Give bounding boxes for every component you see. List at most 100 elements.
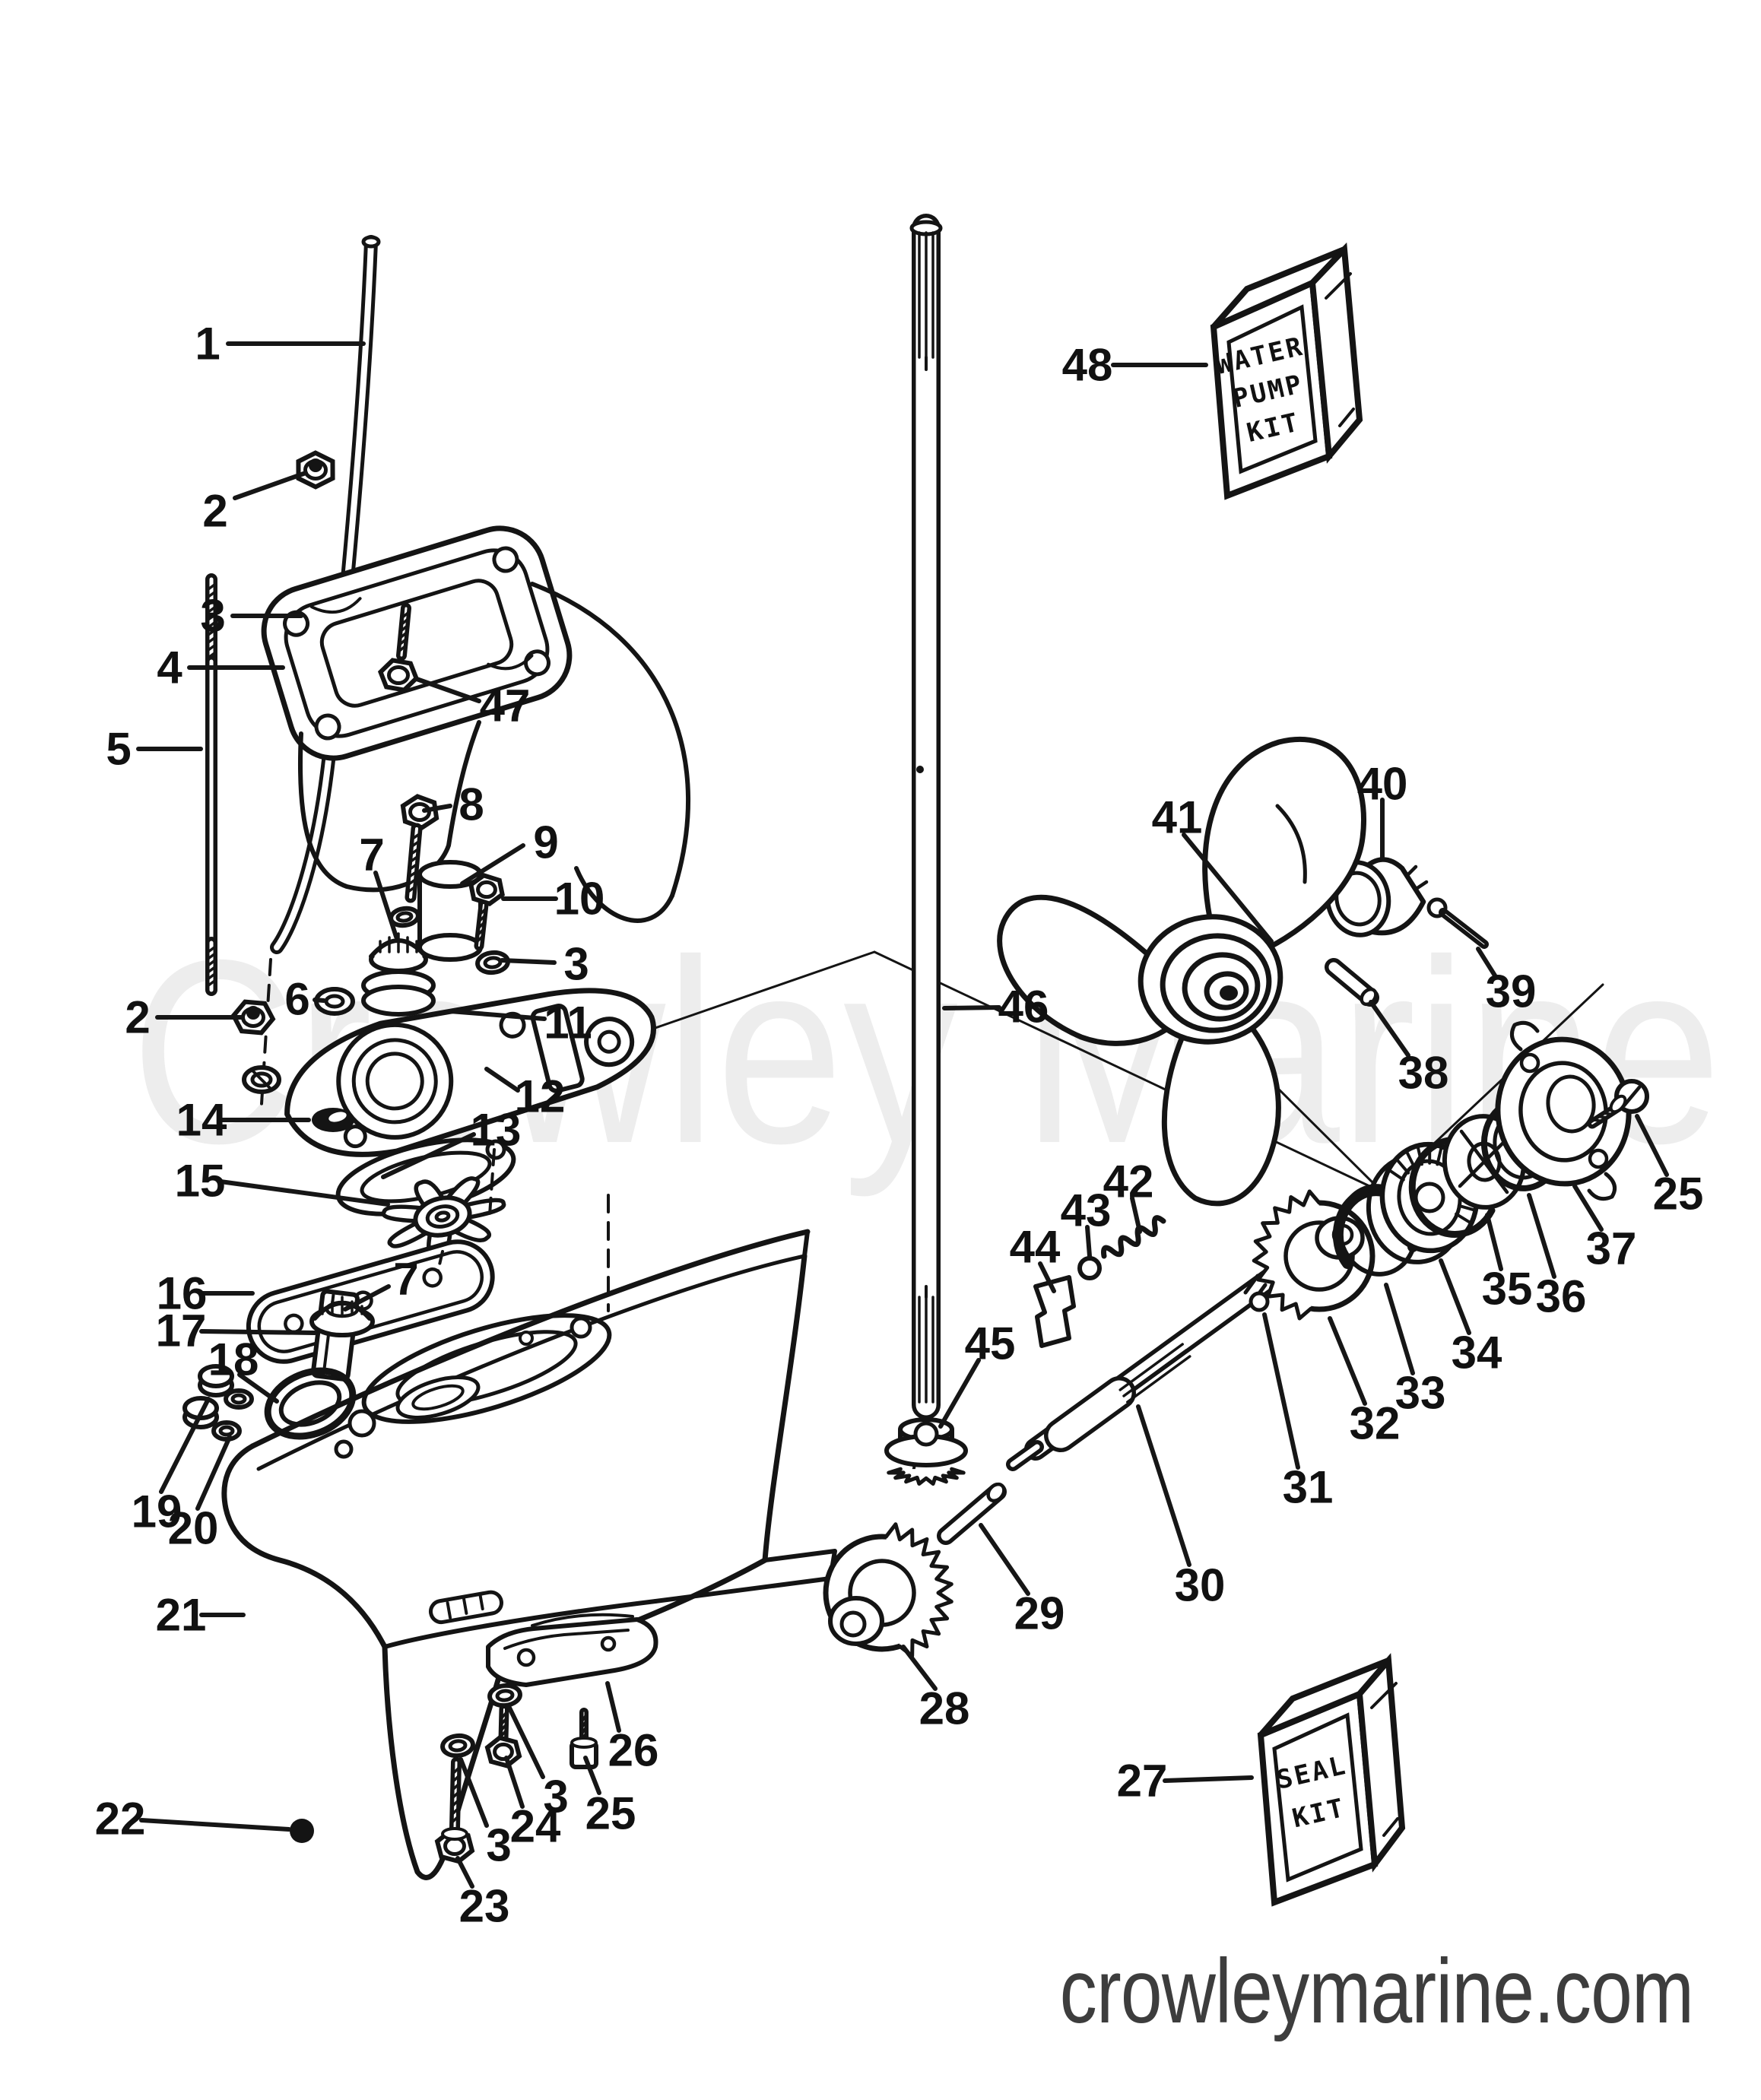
callout-number: 5 bbox=[106, 724, 131, 775]
callout-number: 3 bbox=[563, 939, 589, 990]
callout-number: 34 bbox=[1452, 1328, 1502, 1378]
callout-34: 34 bbox=[1439, 1258, 1502, 1378]
callout-number: 12 bbox=[515, 1071, 566, 1122]
callout-leader-line bbox=[1038, 1261, 1056, 1293]
callout-leader-line bbox=[1635, 1114, 1669, 1177]
callout-number: 18 bbox=[208, 1334, 259, 1385]
callout-leader-line bbox=[506, 1704, 545, 1779]
callout-leader-line bbox=[1163, 1775, 1254, 1783]
callout-number: 47 bbox=[480, 680, 531, 731]
callout-leader-line bbox=[237, 1372, 279, 1404]
callout-number: 8 bbox=[458, 779, 484, 830]
callout-7: 7 bbox=[359, 830, 398, 939]
site-watermark: crowleymarine.com bbox=[1060, 1941, 1694, 2042]
callout-number: 11 bbox=[544, 998, 592, 1048]
callout-number: 30 bbox=[1175, 1560, 1226, 1611]
callout-leader-line bbox=[901, 1645, 938, 1691]
callout-48: 48 bbox=[1062, 340, 1208, 391]
callout-leader-line bbox=[199, 1329, 317, 1335]
callout-1: 1 bbox=[195, 319, 366, 370]
callout-number: 35 bbox=[1482, 1264, 1533, 1315]
callout-number: 27 bbox=[1117, 1756, 1168, 1807]
callout-leader-line bbox=[1572, 1184, 1604, 1232]
callout-number: 33 bbox=[1395, 1368, 1446, 1419]
callout-leader-line bbox=[373, 871, 398, 939]
callout-leader-line bbox=[1369, 1000, 1410, 1058]
callout-17: 17 bbox=[156, 1305, 317, 1356]
callout-number: 29 bbox=[1014, 1588, 1065, 1639]
callout-number: 48 bbox=[1062, 340, 1113, 391]
callout-7: 7 bbox=[343, 1254, 419, 1312]
callout-13: 13 bbox=[381, 1105, 522, 1179]
callout-leader-line bbox=[381, 1132, 476, 1179]
callout-46: 46 bbox=[942, 982, 1049, 1033]
callout-number: 13 bbox=[471, 1105, 522, 1156]
callout-leader-line bbox=[1527, 1193, 1556, 1279]
callout-leader-line bbox=[942, 1005, 1001, 1010]
callout-leader-line bbox=[1136, 1404, 1191, 1567]
callout-28: 28 bbox=[901, 1645, 969, 1734]
callout-leader-line bbox=[139, 1818, 291, 1832]
callout-number: 45 bbox=[965, 1318, 1016, 1369]
callout-3: 3 bbox=[200, 591, 303, 642]
callout-16: 16 bbox=[157, 1268, 255, 1319]
callout-leader-line bbox=[1328, 1316, 1367, 1406]
callout-number: 44 bbox=[1010, 1222, 1061, 1273]
callout-leader-line bbox=[195, 1435, 232, 1511]
callout-44: 44 bbox=[1010, 1222, 1061, 1293]
callout-leader-line bbox=[159, 1397, 211, 1494]
callout-leader-line bbox=[1476, 947, 1497, 978]
callout-number: 42 bbox=[1103, 1156, 1154, 1207]
callout-10: 10 bbox=[501, 874, 604, 925]
callout-leader-line bbox=[1130, 1196, 1142, 1234]
callout-leader-line bbox=[455, 1856, 474, 1889]
callout-25: 25 bbox=[1635, 1114, 1704, 1220]
callout-39: 39 bbox=[1476, 947, 1537, 1017]
callout-number: 16 bbox=[157, 1268, 208, 1319]
callout-number: 37 bbox=[1586, 1223, 1637, 1274]
callout-number: 1 bbox=[195, 319, 220, 370]
callout-27: 27 bbox=[1117, 1756, 1254, 1807]
callout-19: 19 bbox=[132, 1397, 211, 1537]
callout-40: 40 bbox=[1357, 759, 1407, 860]
callout-4: 4 bbox=[157, 642, 285, 693]
callout-leader-line bbox=[448, 1009, 547, 1021]
callout-number: 4 bbox=[157, 642, 182, 693]
callout-leader-line bbox=[1262, 1312, 1300, 1470]
callout-8: 8 bbox=[422, 779, 484, 830]
callout-number: 25 bbox=[1653, 1169, 1704, 1220]
callout-number: 22 bbox=[95, 1794, 146, 1845]
callout-47: 47 bbox=[414, 677, 531, 731]
callout-number: 24 bbox=[510, 1801, 561, 1852]
callout-leader-line bbox=[218, 1179, 390, 1207]
callout-5: 5 bbox=[106, 724, 203, 775]
callout-number: 25 bbox=[585, 1788, 636, 1839]
callout-29: 29 bbox=[979, 1523, 1065, 1639]
callout-number: 39 bbox=[1486, 966, 1537, 1017]
callout-36: 36 bbox=[1527, 1193, 1586, 1322]
callout-number: 2 bbox=[202, 486, 227, 537]
callout-number: 3 bbox=[200, 591, 225, 642]
callout-9: 9 bbox=[460, 817, 559, 886]
callout-leader-line bbox=[343, 1284, 391, 1312]
callout-33: 33 bbox=[1384, 1283, 1446, 1419]
callout-leader-line bbox=[458, 1757, 489, 1828]
callout-leader-line bbox=[313, 998, 326, 1003]
callout-leader-line bbox=[979, 1523, 1030, 1596]
callout-14: 14 bbox=[176, 1095, 311, 1146]
callout-number: 14 bbox=[176, 1095, 227, 1146]
callout-leader-line bbox=[414, 677, 481, 703]
callout-number: 32 bbox=[1350, 1398, 1401, 1449]
callout-leader-line bbox=[1182, 833, 1274, 944]
callout-number: 7 bbox=[359, 830, 384, 880]
callout-number: 31 bbox=[1283, 1462, 1334, 1513]
callout-leader-line bbox=[583, 1756, 601, 1795]
callout-number: 20 bbox=[168, 1503, 219, 1554]
callout-20: 20 bbox=[168, 1435, 232, 1554]
callout-leader-line bbox=[1439, 1258, 1471, 1335]
callout-26: 26 bbox=[605, 1681, 658, 1776]
callout-31: 31 bbox=[1262, 1312, 1334, 1513]
